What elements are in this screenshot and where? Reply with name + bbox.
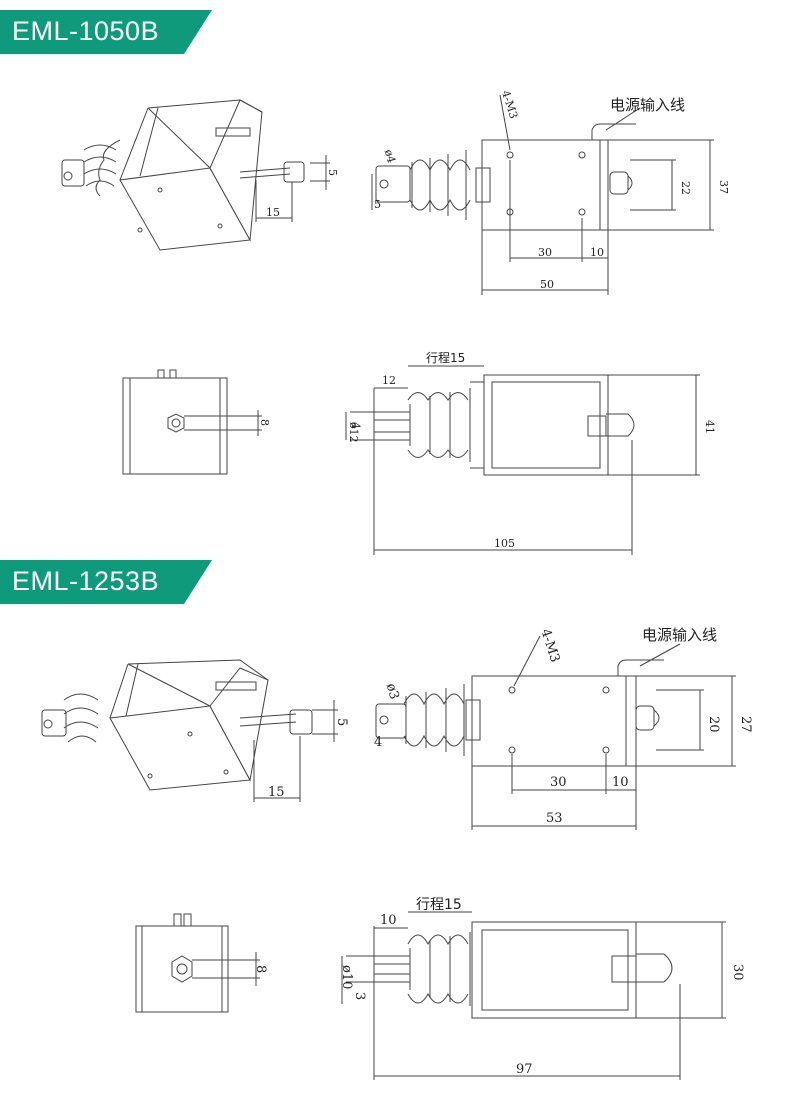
dim-label: 53	[546, 811, 563, 826]
power-wire-label: 电源输入线	[642, 626, 717, 644]
dim-label: 22	[679, 181, 692, 195]
dim-label: ø12	[347, 422, 360, 443]
dim-label: 5	[374, 198, 381, 211]
iso-view-1	[61, 99, 330, 251]
dim-label: 41	[703, 420, 716, 434]
dim-label: 37	[717, 180, 730, 194]
dim-label: 12	[382, 374, 396, 387]
iso-view-2	[41, 659, 338, 802]
dim-label: 5	[326, 169, 339, 176]
model-banner-1: EML-1050B	[0, 10, 212, 54]
model-title: EML-1050B	[12, 16, 160, 46]
dim-label: 3	[352, 992, 367, 1000]
side-view-1	[345, 365, 700, 555]
dim-label: 50	[540, 278, 554, 291]
holes-label: 4-M3	[537, 627, 562, 664]
dim-label: 97	[516, 1062, 533, 1077]
dim-label: 8	[258, 419, 271, 426]
dim-label: 30	[730, 964, 745, 981]
dim-label: 30	[538, 246, 552, 259]
dim-label: 15	[266, 206, 280, 219]
dim-label: 10	[612, 775, 629, 790]
model-banner-2: EML-1253B	[0, 560, 212, 604]
dim-label: 27	[738, 716, 753, 733]
end-view-2	[135, 913, 260, 1013]
dim-label: 4	[374, 735, 382, 750]
dim-label: ø4	[382, 148, 398, 165]
banner-shape	[0, 10, 212, 54]
dim-label: 5	[334, 718, 349, 726]
dim-label: 30	[550, 775, 567, 790]
dim-label: 4	[349, 422, 362, 429]
dim-label: 8	[253, 965, 268, 973]
banner-shape	[0, 560, 212, 604]
power-wire-label: 电源输入线	[610, 96, 685, 114]
dim-label: 20	[706, 716, 721, 733]
side-view-2	[341, 911, 726, 1080]
dim-label: 15	[268, 785, 285, 800]
top-view-1	[371, 94, 714, 295]
dim-label: ø3	[383, 682, 402, 701]
stroke-label: 行程15	[416, 897, 462, 913]
stroke-label: 行程15	[426, 350, 465, 365]
dim-label: ø10	[339, 965, 354, 989]
model-title: EML-1253B	[12, 566, 160, 596]
dim-label: 10	[590, 246, 604, 259]
top-view-2	[375, 635, 736, 830]
dim-label: 105	[494, 537, 515, 550]
end-view-1	[122, 369, 262, 475]
dim-label: 10	[380, 913, 397, 928]
